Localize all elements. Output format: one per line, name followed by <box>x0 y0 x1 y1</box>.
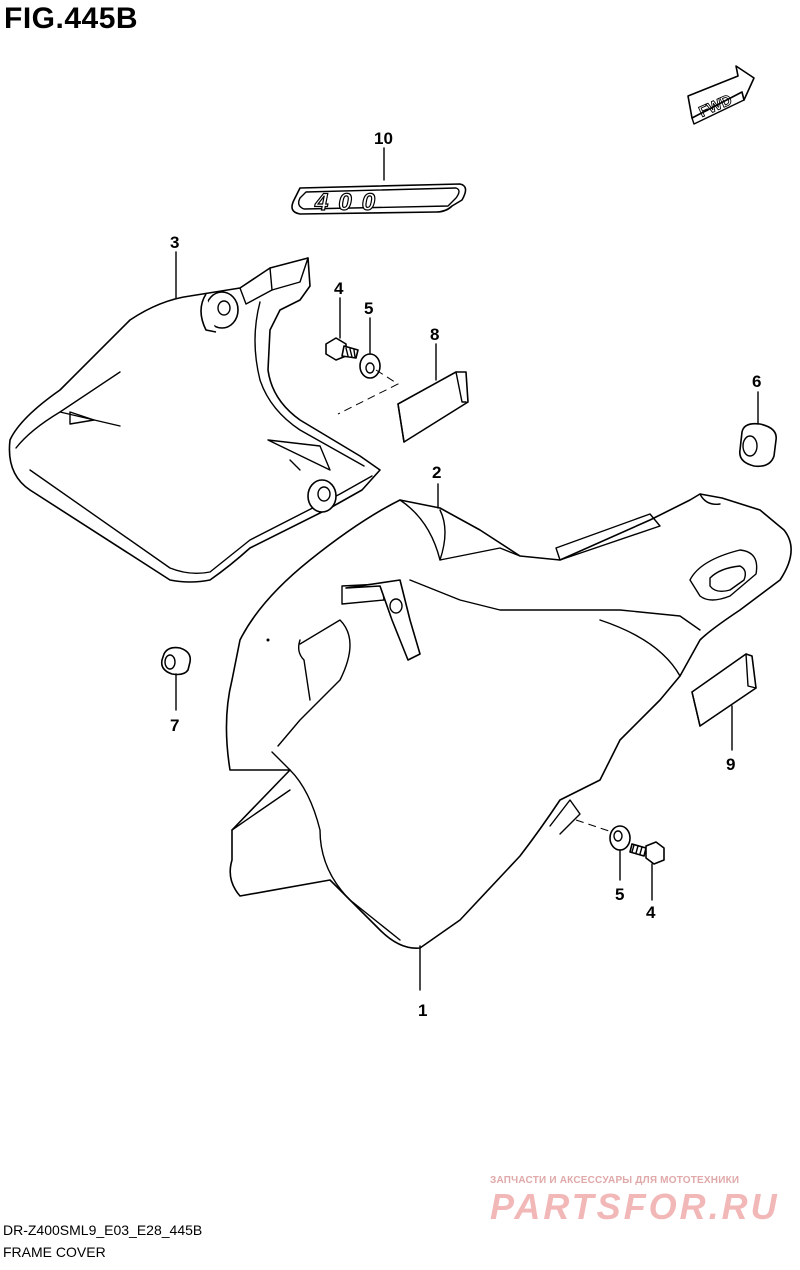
part-5-washer-top <box>359 353 381 379</box>
callout-6: 6 <box>752 372 761 391</box>
watermark-brand: PARTSFOR.RU <box>490 1186 780 1227</box>
callout-4-top: 4 <box>334 279 344 298</box>
part-9-pad <box>691 653 757 727</box>
part-5-washer-bottom <box>609 825 631 851</box>
callout-10: 10 <box>374 129 393 148</box>
part-10-emblem: 400 <box>291 183 467 217</box>
footer-model-code: DR-Z400SML9_E03_E28_445B <box>3 1222 203 1238</box>
callout-3: 3 <box>170 233 179 252</box>
part-2-frame-cover <box>225 493 792 949</box>
callout-7: 7 <box>170 716 179 735</box>
callout-5-top: 5 <box>364 299 373 318</box>
fwd-arrow-icon: FWD <box>687 65 755 125</box>
figure-title: FIG.445B <box>4 2 139 35</box>
dash-line-bottom <box>575 819 613 833</box>
part-3-side-cover <box>8 257 381 583</box>
callout-4-bottom: 4 <box>646 903 656 922</box>
part-4-bolt-bottom <box>629 841 665 865</box>
callout-1: 1 <box>418 1001 427 1020</box>
callout-8: 8 <box>430 325 439 344</box>
emblem-400: 400 <box>314 189 385 216</box>
part-8-pad <box>397 371 469 443</box>
footer-description: FRAME COVER <box>3 1244 106 1260</box>
callout-5-bottom: 5 <box>615 885 624 904</box>
callout-9: 9 <box>726 755 735 774</box>
dash-line-top <box>337 369 400 415</box>
part-4-bolt-top <box>325 337 359 361</box>
watermark-tagline: ЗАПЧАСТИ И АКСЕССУАРЫ ДЛЯ МОТОТЕХНИКИ <box>490 1175 740 1186</box>
callout-2: 2 <box>432 463 441 482</box>
part-7-grommet <box>160 646 192 676</box>
part-6-grommet <box>738 422 777 468</box>
